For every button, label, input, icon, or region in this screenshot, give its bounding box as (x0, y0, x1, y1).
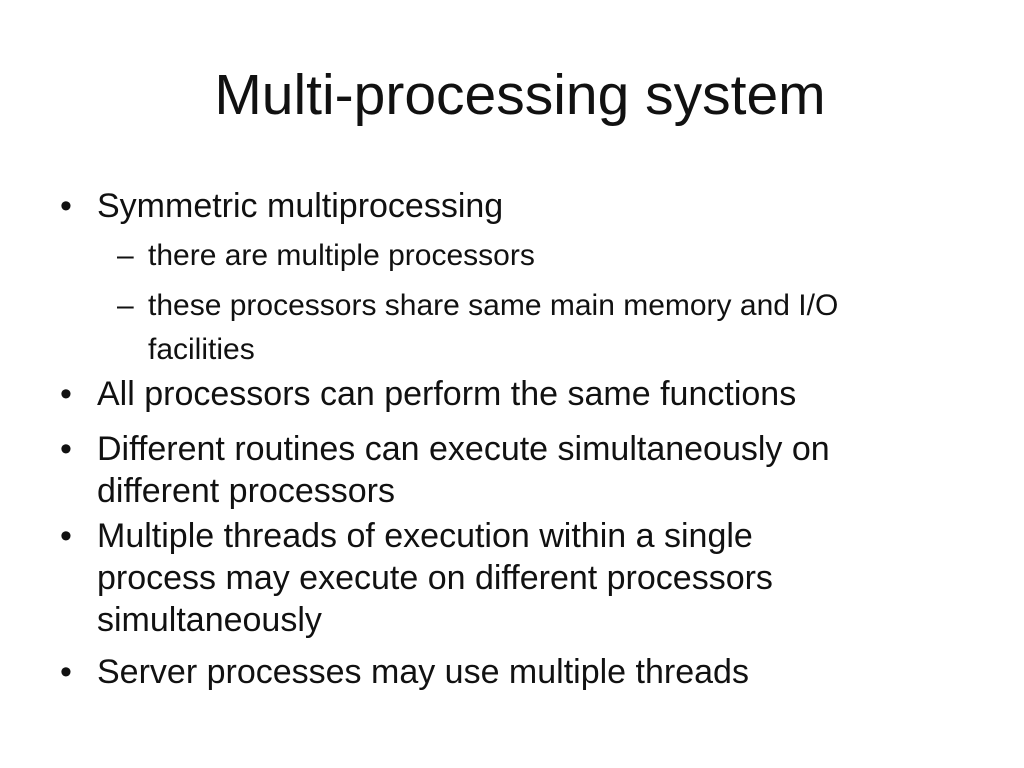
list-item: • All processors can perform the same fu… (60, 373, 990, 415)
list-item: • Multiple threads of execution within a… (60, 515, 990, 641)
bullet-icon: • (60, 375, 72, 413)
list-item: • Symmetric multiprocessing (60, 185, 990, 227)
bullet-list: • Symmetric multiprocessing – there are … (60, 176, 990, 693)
list-item: • Different routines can execute simulta… (60, 428, 990, 512)
bullet-icon: • (60, 653, 72, 691)
bullet-line: there are multiple processors (148, 239, 535, 272)
bullet-line: Server processes may use multiple thread… (97, 653, 749, 691)
bullet-line: these processors share same main memory … (148, 289, 839, 322)
bullet-icon: • (60, 517, 72, 555)
list-item: – there are multiple processors (117, 234, 990, 278)
list-item: – these processors share same main memor… (117, 284, 990, 372)
bullet-line: Multiple threads of execution within a s… (97, 517, 753, 555)
dash-icon: – (117, 239, 134, 272)
bullet-line: process may execute on different process… (97, 559, 773, 597)
bullet-line: All processors can perform the same func… (97, 375, 797, 413)
bullet-icon: • (60, 187, 72, 225)
bullet-line: facilities (148, 333, 255, 366)
bullet-line: Symmetric multiprocessing (97, 187, 504, 225)
slide-title: Multi-processing system (214, 63, 826, 127)
bullet-icon: • (60, 430, 72, 468)
bullet-line: different processors (97, 472, 395, 510)
bullet-line: Different routines can execute simultane… (97, 430, 830, 468)
dash-icon: – (117, 289, 134, 322)
list-item: • Server processes may use multiple thre… (60, 651, 990, 693)
bullet-line: simultaneously (97, 601, 322, 639)
